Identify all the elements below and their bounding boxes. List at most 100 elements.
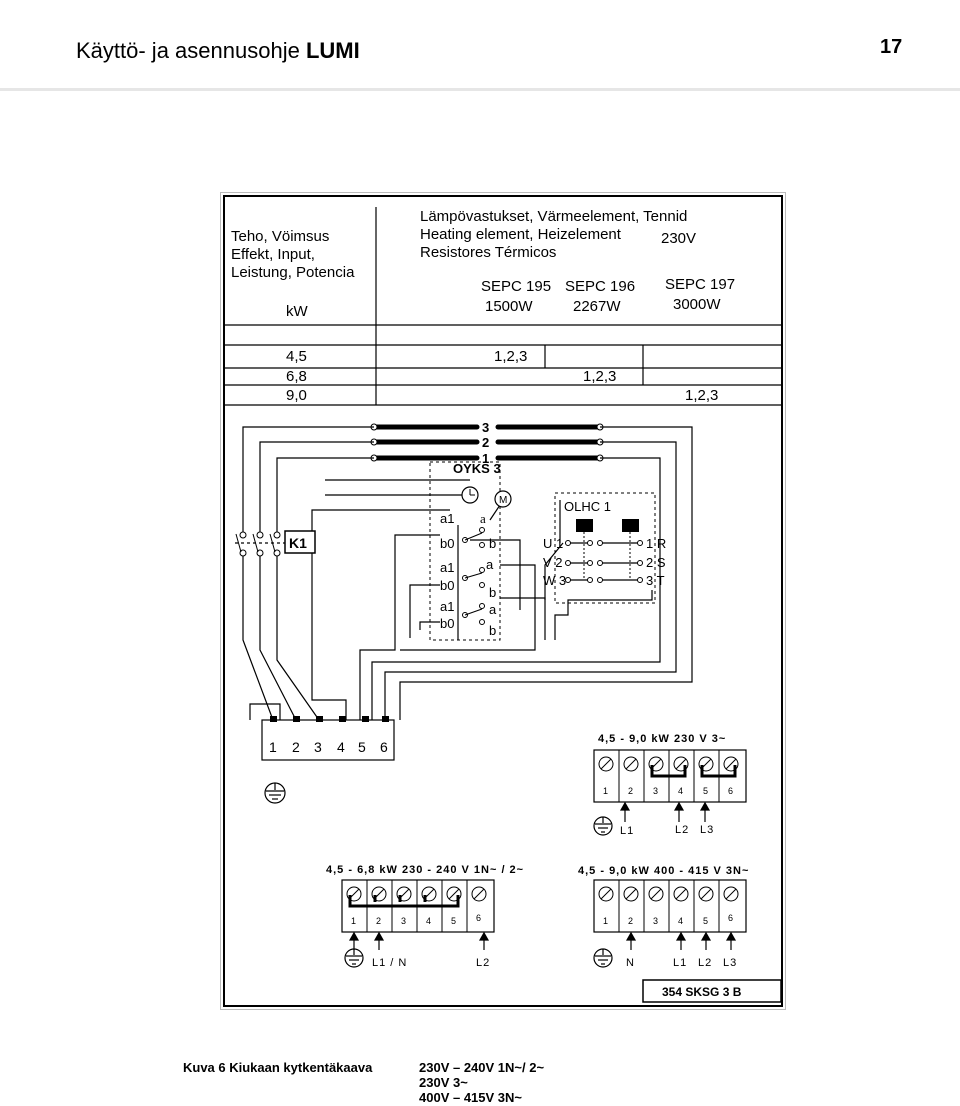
rst-label-r: 1 R xyxy=(646,536,666,551)
power-label-line-2: Effekt, Input, xyxy=(231,246,315,263)
block-c-line-3: L2 xyxy=(698,957,712,969)
model-3-watt: 3000W xyxy=(673,296,721,313)
row-2-power: 6,8 xyxy=(286,368,307,385)
switch-left-label-4: b0 xyxy=(440,578,454,593)
block-c-num-3: 3 xyxy=(653,916,658,926)
element-title-line-2: Heating element, Heizelement xyxy=(420,226,622,243)
model-2-name: SEPC 196 xyxy=(565,278,635,295)
block-a-num-3: 3 xyxy=(653,786,658,796)
block-a-num-4: 4 xyxy=(678,786,683,796)
earth-icon xyxy=(264,782,286,804)
model-1-watt: 1500W xyxy=(485,298,533,315)
caption-voltage-2: 230V 3~ xyxy=(419,1075,468,1090)
connection-block-230v-3: 4,5 - 9,0 kW 230 V 3~ 1 2 3 4 5 6 xyxy=(593,733,747,837)
block-b-num-2: 2 xyxy=(376,916,381,926)
switch-left-label-2: b0 xyxy=(440,536,454,551)
block-c-num-2: 2 xyxy=(628,916,633,926)
row-3-value: 1,2,3 xyxy=(685,387,718,404)
block-a-line-1: L1 xyxy=(620,825,634,837)
switch-labels: a1 b0 a1 b0 a1 b0 a b a b a b xyxy=(440,511,497,638)
switch-left-label-3: a1 xyxy=(440,560,454,575)
block-b-line-2: L2 xyxy=(476,957,490,969)
row-1-power: 4,5 xyxy=(286,348,307,365)
block-a-line-3: L3 xyxy=(700,824,714,836)
block-a-caption: 4,5 - 9,0 kW 230 V 3~ xyxy=(598,733,726,745)
document-title-brand: LUMI xyxy=(305,38,360,63)
element-number-3: 3 xyxy=(482,420,489,435)
model-1-name: SEPC 195 xyxy=(481,278,551,295)
terminal-number-1: 1 xyxy=(269,739,277,755)
row-2-value: 1,2,3 xyxy=(583,368,616,385)
model-2-watt: 2267W xyxy=(573,298,621,315)
block-a-line-2: L2 xyxy=(675,824,689,836)
page-number: 17 xyxy=(880,36,903,58)
power-table-text: Teho, Vöimsus Effekt, Input, Leistung, P… xyxy=(231,208,735,404)
switch-left-label-6: b0 xyxy=(440,616,454,631)
figure-caption-voltages: 230V – 240V 1N~/ 2~ 230V 3~ 400V – 415V … xyxy=(419,1060,544,1105)
terminal-number-4: 4 xyxy=(337,739,345,755)
block-c-caption: 4,5 - 9,0 kW 400 - 415 V 3N~ xyxy=(578,865,749,877)
switch-right-label-6: b xyxy=(489,623,496,638)
part-number-box: 354 SKSG 3 B xyxy=(642,979,782,1003)
contactor-switches xyxy=(235,531,281,557)
block-a-num-2: 2 xyxy=(628,786,633,796)
block-a-num-6: 6 xyxy=(728,786,733,796)
row-1-value: 1,2,3 xyxy=(494,348,527,365)
block-c-num-6: 6 xyxy=(728,913,733,923)
document-title: Käyttö- ja asennusohje LUMI xyxy=(76,38,360,64)
uvw-label-v: V 2 xyxy=(543,555,563,570)
motor-icon xyxy=(494,490,512,508)
switch-right-label-4: b xyxy=(489,585,496,600)
main-terminal-strip: 1 2 3 4 5 6 xyxy=(261,716,395,804)
olhc-label: OLHC 1 xyxy=(564,499,611,514)
power-table-grid xyxy=(225,207,781,406)
block-c-num-1: 1 xyxy=(603,916,608,926)
switch-left-label-5: a1 xyxy=(440,599,454,614)
switch-right-label-5: a xyxy=(489,602,497,617)
oyks-label: OYKS 3 xyxy=(453,461,501,476)
element-number-2: 2 xyxy=(482,435,489,450)
figure-caption: Kuva 6 Kiukaan kytkentäkaava xyxy=(183,1060,373,1075)
terminal-number-2: 2 xyxy=(292,739,300,755)
document-title-prefix: Käyttö- ja asennusohje xyxy=(76,38,300,63)
power-label-line-3: Leistung, Potencia xyxy=(231,264,355,281)
block-c-line-4: L3 xyxy=(723,957,737,969)
wiring xyxy=(235,426,693,721)
caption-voltage-3: 400V – 415V 3N~ xyxy=(419,1090,522,1105)
power-label-line-1: Teho, Vöimsus xyxy=(231,228,329,245)
terminal-number-3: 3 xyxy=(314,739,322,755)
olhc-thermostat: OLHC 1 U 1 V 2 W 3 1 R 2 S 3 T xyxy=(543,492,666,604)
connection-block-400v-3n: 4,5 - 9,0 kW 400 - 415 V 3N~ 1 2 3 4 5 6 xyxy=(578,865,749,969)
page-header: Käyttö- ja asennusohje LUMI 17 xyxy=(0,0,960,91)
block-c-num-4: 4 xyxy=(678,916,683,926)
switch-left-label-1: a1 xyxy=(440,511,454,526)
block-b-num-5: 5 xyxy=(451,916,456,926)
motor-label: M xyxy=(499,495,507,506)
caption-voltage-1: 230V – 240V 1N~/ 2~ xyxy=(419,1060,545,1075)
timer-motor: M xyxy=(429,461,512,641)
element-title-line-1: Lämpövastukset, Värmeelement, Tennid xyxy=(420,208,687,225)
heating-elements: 3 2 1 OYKS 3 xyxy=(370,420,604,476)
part-number: 354 SKSG 3 B xyxy=(662,985,742,999)
block-a-num-5: 5 xyxy=(703,786,708,796)
terminal-number-6: 6 xyxy=(380,739,388,755)
element-title-line-3: Resistores Térmicos xyxy=(420,244,556,261)
row-3-power: 9,0 xyxy=(286,387,307,404)
contactor-k1: K1 xyxy=(284,530,316,554)
block-c-line-1: N xyxy=(626,957,635,969)
voltage-label: 230V xyxy=(661,230,696,247)
block-c-num-5: 5 xyxy=(703,916,708,926)
wiring-diagram-frame xyxy=(220,192,786,1010)
block-b-num-3: 3 xyxy=(401,916,406,926)
uvw-label-w: W 3 xyxy=(543,573,566,588)
unit-label: kW xyxy=(286,303,309,320)
rst-label-t: 3 T xyxy=(646,573,665,588)
terminal-number-5: 5 xyxy=(358,739,366,755)
switch-right-label-1: a xyxy=(480,511,486,526)
block-b-num-6: 6 xyxy=(476,913,481,923)
connection-block-230v-1n: 4,5 - 6,8 kW 230 - 240 V 1N~ / 2~ 1 2 3 … xyxy=(326,864,523,969)
block-b-line-1: L1 / N xyxy=(372,957,407,969)
switch-contacts xyxy=(462,527,485,625)
switch-right-label-2: b xyxy=(489,536,496,551)
